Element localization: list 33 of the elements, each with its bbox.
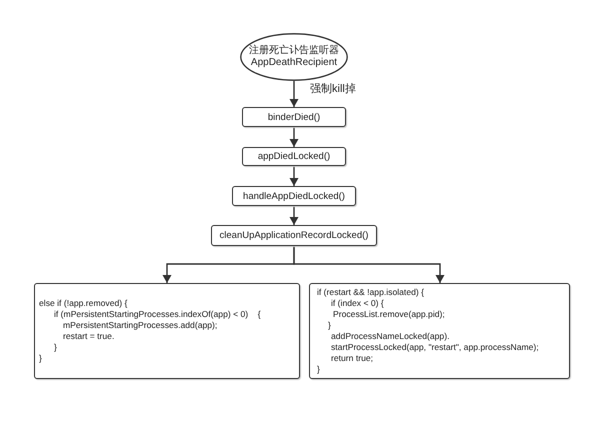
code-box bbox=[34, 283, 300, 379]
process-box bbox=[242, 107, 346, 127]
node-label: handleAppDiedLocked() bbox=[243, 190, 345, 202]
arrow bbox=[290, 127, 298, 147]
code-line: mPersistentStartingProcesses.add(app); bbox=[63, 320, 218, 331]
code-line: } bbox=[328, 320, 331, 331]
code-line: } bbox=[39, 353, 42, 364]
node-label: 注册死亡讣告监听器 bbox=[249, 45, 339, 57]
arrow bbox=[293, 246, 444, 283]
code-line: ProcessList.remove(app.pid); bbox=[333, 309, 445, 320]
arrow bbox=[290, 81, 298, 107]
code-box bbox=[309, 283, 570, 379]
code-line: if (index < 0) { bbox=[331, 298, 384, 309]
code-line: } bbox=[54, 342, 57, 353]
code-line: if (mPersistentStartingProcesses.indexOf(app) < 0) { bbox=[54, 309, 261, 320]
arrow bbox=[290, 166, 298, 186]
node-label: cleanUpApplicationRecordLocked() bbox=[220, 230, 368, 241]
code-line: startProcessLocked(app, "restart", app.processName); bbox=[331, 342, 539, 353]
node-label: AppDeathRecipient bbox=[250, 57, 338, 69]
process-box bbox=[242, 147, 346, 166]
edge-label: 强制kill掉 bbox=[310, 83, 356, 96]
arrow bbox=[290, 206, 298, 225]
node-label: appDiedLocked() bbox=[258, 151, 330, 162]
code-line: else if (!app.removed) { bbox=[39, 298, 128, 309]
process-box bbox=[211, 225, 377, 246]
process-box bbox=[232, 186, 356, 206]
code-line: return true; bbox=[331, 353, 374, 364]
start-ellipse bbox=[240, 33, 348, 81]
code-line: } bbox=[317, 364, 320, 375]
code-line: restart = true. bbox=[63, 331, 114, 342]
node-label: binderDied() bbox=[268, 112, 320, 122]
code-line: addProcessNameLocked(app). bbox=[331, 331, 450, 342]
code-line: if (restart && !app.isolated) { bbox=[317, 287, 424, 298]
